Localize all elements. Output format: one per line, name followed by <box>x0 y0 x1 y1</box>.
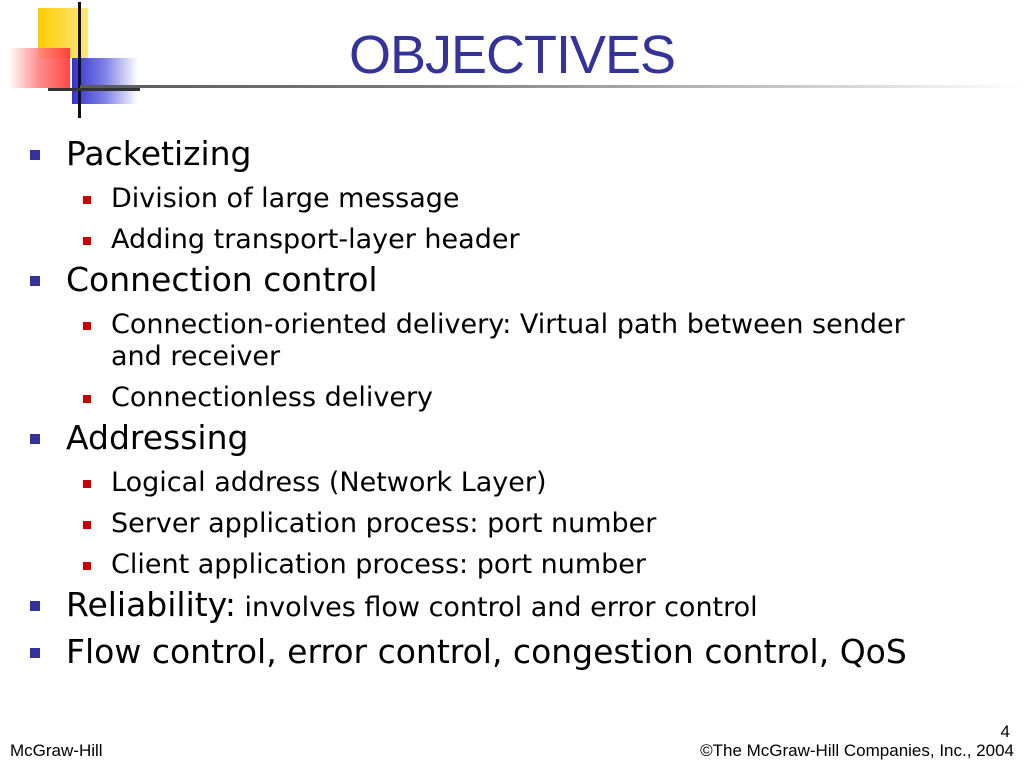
sub-bullet-text: Server application process: port number <box>111 508 657 539</box>
sub-bullet-list: Connection-oriented delivery: Virtual pa… <box>66 309 1010 414</box>
bullet-item: Addressing Logical address (Network Laye… <box>30 418 1010 581</box>
sub-bullet-item: Connection-oriented delivery: Virtual pa… <box>66 309 911 373</box>
bullet-text: Connection control <box>66 260 378 299</box>
bullet-text: Reliability: <box>66 585 236 624</box>
sub-bullet-text: Connection-oriented delivery: Virtual pa… <box>111 309 905 372</box>
sub-bullet-text: Division of large message <box>111 183 460 214</box>
sub-bullet-item: Connectionless delivery <box>66 382 1010 414</box>
square-bullet-icon <box>83 480 91 488</box>
title-divider <box>80 85 1024 88</box>
bullet-item: Flow control, error control, congestion … <box>30 632 1010 672</box>
square-bullet-icon <box>30 150 40 160</box>
square-bullet-icon <box>30 648 40 658</box>
square-bullet-icon <box>83 237 91 245</box>
slide-title: OBJECTIVES <box>348 25 676 85</box>
slide-number: 4 <box>1000 722 1010 741</box>
bullet-item: Connection control Connection-oriented d… <box>30 260 1010 414</box>
square-bullet-icon <box>30 601 40 611</box>
sub-bullet-item: Client application process: port number <box>66 549 1010 581</box>
sub-bullet-item: Division of large message <box>66 183 1010 215</box>
sub-bullet-text: Logical address (Network Layer) <box>111 467 547 498</box>
square-bullet-icon <box>83 562 91 570</box>
bullet-text: Flow control, error control, congestion … <box>66 632 907 671</box>
footer-publisher: McGraw-Hill <box>10 741 103 760</box>
bullet-item: Packetizing Division of large message Ad… <box>30 134 1010 256</box>
square-bullet-icon <box>83 196 91 204</box>
bullet-text: Addressing <box>66 418 249 457</box>
bullet-list: Packetizing Division of large message Ad… <box>30 130 1010 672</box>
square-bullet-icon <box>30 276 40 286</box>
sub-bullet-item: Logical address (Network Layer) <box>66 467 1010 499</box>
sub-bullet-text: Client application process: port number <box>111 549 647 580</box>
sub-bullet-item: Adding transport-layer header <box>66 224 1010 256</box>
footer-copyright: ©The McGraw-Hill Companies, Inc., 2004 <box>700 741 1014 760</box>
sub-bullet-list: Logical address (Network Layer) Server a… <box>66 467 1010 581</box>
sub-bullet-list: Division of large message Adding transpo… <box>66 183 1010 256</box>
square-bullet-icon <box>83 322 91 330</box>
sub-bullet-item: Server application process: port number <box>66 508 1010 540</box>
square-bullet-icon <box>83 521 91 529</box>
bullet-item: Reliability: involves flow control and e… <box>30 585 1010 628</box>
bullet-text-suffix: involves flow control and error control <box>235 592 758 623</box>
sub-bullet-text: Connectionless delivery <box>111 382 434 413</box>
sub-bullet-text: Adding transport-layer header <box>111 224 520 255</box>
square-bullet-icon <box>30 434 40 444</box>
bullet-text: Packetizing <box>66 134 252 173</box>
decorative-logo <box>8 2 140 118</box>
square-bullet-icon <box>83 395 91 403</box>
